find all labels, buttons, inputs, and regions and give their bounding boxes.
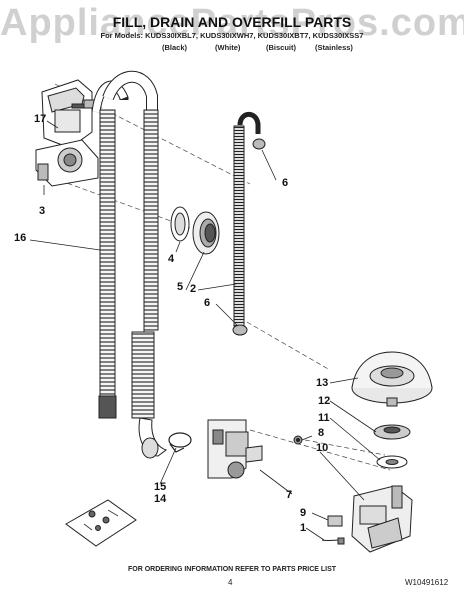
callout-7: 7 [286, 489, 293, 501]
callout-15: 15 [154, 481, 167, 493]
ordering-note: FOR ORDERING INFORMATION REFER TO PARTS … [127, 566, 337, 573]
callout-9: 9 [300, 507, 307, 519]
variant-label-stainless: (Stainless) [315, 43, 353, 52]
callout-6-upper: 6 [282, 177, 289, 189]
callout-1: 1 [300, 522, 307, 534]
parts-bag [65, 499, 137, 547]
callout-12: 12 [318, 395, 331, 407]
vent-assembly [35, 79, 101, 187]
float-collar-and-seal [373, 424, 411, 469]
hose-clamp [168, 432, 192, 453]
model-list: For Models: KUDS30IXBL7, KUDS30IXWH7, KU… [100, 31, 364, 40]
callout-8: 8 [318, 427, 325, 439]
callout-14: 14 [154, 493, 167, 505]
callout-4: 4 [168, 253, 175, 265]
float-dome [351, 351, 433, 407]
callout-5: 5 [177, 281, 184, 293]
switch-and-wire [321, 515, 345, 545]
page-number: 4 [228, 578, 233, 587]
document-number: W10491612 [405, 578, 449, 587]
callout-16: 16 [14, 232, 27, 244]
assembly-lines [44, 83, 391, 471]
callout-11: 11 [318, 412, 330, 424]
drain-hose [91, 70, 168, 459]
callout-17: 17 [34, 113, 47, 125]
callout-6-lower: 6 [204, 297, 211, 309]
float-switch [351, 485, 413, 553]
leader-lines [29, 120, 381, 541]
page-title: FILL, DRAIN AND OVERFILL PARTS [112, 14, 352, 30]
callout-10: 10 [316, 442, 329, 454]
callout-3: 3 [39, 205, 46, 217]
variant-label-biscuit: (Biscuit) [266, 43, 296, 52]
callout-2: 2 [190, 283, 197, 295]
variant-label-black: (Black) [162, 43, 188, 52]
inlet-valve [207, 419, 303, 479]
fill-hose [232, 111, 266, 336]
gasket-and-grommet [170, 206, 220, 255]
variant-label-white: (White) [215, 43, 241, 52]
callout-13: 13 [316, 377, 329, 389]
watermark-logo: AppliancePartsPros.com [0, 2, 464, 44]
